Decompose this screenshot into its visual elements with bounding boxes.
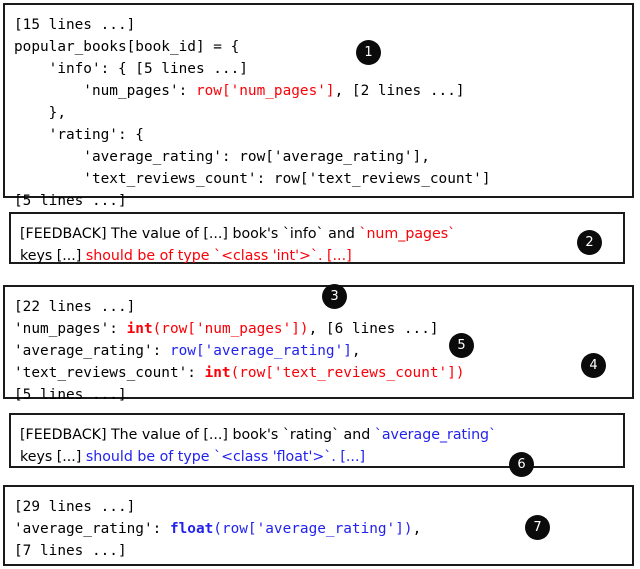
text-token: 'info': { [5 lines ...] <box>14 61 248 77</box>
annotation-badge-6: 6 <box>509 452 534 477</box>
text-token: [FEEDBACK] The value of [...] book's `ra… <box>20 427 375 443</box>
code-panel-1: [15 lines ...] popular_books[book_id] = {… <box>3 3 634 209</box>
code-line: 'text_reviews_count': int(row['text_revi… <box>14 362 632 384</box>
code-line: [5 lines ...] <box>14 190 632 212</box>
text-token: 'average_rating': row['average_rating'], <box>14 149 430 165</box>
code-line: 'info': { [5 lines ...] <box>14 58 632 80</box>
text-token: , [2 lines ...] <box>334 83 465 99</box>
annotation-badge-3: 3 <box>322 284 347 309</box>
text-token: should be of type `<class 'int'>`. [...] <box>85 248 352 264</box>
text-token: int <box>204 365 231 381</box>
code-line: [5 lines ...] <box>14 384 632 406</box>
code-line: [7 lines ...] <box>14 540 632 562</box>
feedback-line: [FEEDBACK] The value of [...] book's `in… <box>20 223 623 245</box>
text-token: keys [...] <box>20 449 86 465</box>
annotation-badge-5: 5 <box>449 333 474 358</box>
annotation-badge-1: 1 <box>356 40 381 65</box>
text-token: 'num_pages': <box>14 321 127 337</box>
text-token: [29 lines ...] <box>14 499 136 515</box>
code-line: 'num_pages': row['num_pages'], [2 lines … <box>14 80 632 102</box>
text-token: [22 lines ...] <box>14 299 136 315</box>
code-line: 'rating': { <box>14 124 632 146</box>
feedback-line: [FEEDBACK] The value of [...] book's `ra… <box>20 424 623 446</box>
text-token: , <box>351 343 361 359</box>
text-token: 'average_rating': <box>14 343 170 359</box>
feedback-line: keys [...] should be of type `<class 'in… <box>20 245 623 267</box>
code-line: [22 lines ...] <box>14 296 632 318</box>
text-token: [7 lines ...] <box>14 543 127 559</box>
code-line: [29 lines ...] <box>14 496 632 518</box>
text-token: , [6 lines ...] <box>308 321 439 337</box>
text-token: [5 lines ...] <box>14 193 127 209</box>
code-line: popular_books[book_id] = { <box>14 36 632 58</box>
feedback-line: keys [...] should be of type `<class 'fl… <box>20 446 623 468</box>
annotation-badge-4: 4 <box>581 353 606 378</box>
text-token: 'average_rating': <box>14 521 170 537</box>
text-token: popular_books[book_id] = { <box>14 39 240 55</box>
text-token: float <box>169 521 214 537</box>
text-token: [5 lines ...] <box>14 387 127 403</box>
annotation-badge-7: 7 <box>525 515 550 540</box>
feedback-panel-2: [FEEDBACK] The value of [...] book's `ra… <box>9 413 625 468</box>
code-line: }, <box>14 102 632 124</box>
text-token: (row['average_rating']) <box>213 521 413 537</box>
code-line: [15 lines ...] <box>14 14 632 36</box>
code-panel-2: [22 lines ...]'num_pages': int(row['num_… <box>3 285 634 403</box>
text-token: keys [...] <box>20 248 86 264</box>
text-token: [FEEDBACK] The value of [...] book's `in… <box>20 226 360 242</box>
feedback-panel-1: [FEEDBACK] The value of [...] book's `in… <box>9 212 625 264</box>
text-token: 'num_pages': <box>14 83 196 99</box>
text-token: row['num_pages'] <box>195 83 335 99</box>
text-token: int <box>126 321 153 337</box>
text-token: (row['text_reviews_count']) <box>230 365 465 381</box>
code-line: 'text_reviews_count': row['text_reviews_… <box>14 168 632 190</box>
annotation-badge-2: 2 <box>577 230 602 255</box>
text-token: , <box>412 521 422 537</box>
code-line: 'average_rating': row['average_rating'], <box>14 340 632 362</box>
text-token: row['average_rating'] <box>169 343 352 359</box>
text-token: }, <box>14 105 66 121</box>
text-token: (row['num_pages']) <box>152 321 309 337</box>
code-line: 'average_rating': row['average_rating'], <box>14 146 632 168</box>
text-token: `average_rating` <box>374 427 497 443</box>
text-token: 'text_reviews_count': row['text_reviews_… <box>14 171 491 187</box>
text-token: 'rating': { <box>14 127 144 143</box>
text-token: `num_pages` <box>359 226 456 242</box>
code-line: 'average_rating': float(row['average_rat… <box>14 518 632 540</box>
code-line: 'num_pages': int(row['num_pages']), [6 l… <box>14 318 632 340</box>
text-token: should be of type `<class 'float'>`. [..… <box>85 449 365 465</box>
text-token: [15 lines ...] <box>14 17 136 33</box>
text-token: 'text_reviews_count': <box>14 365 205 381</box>
